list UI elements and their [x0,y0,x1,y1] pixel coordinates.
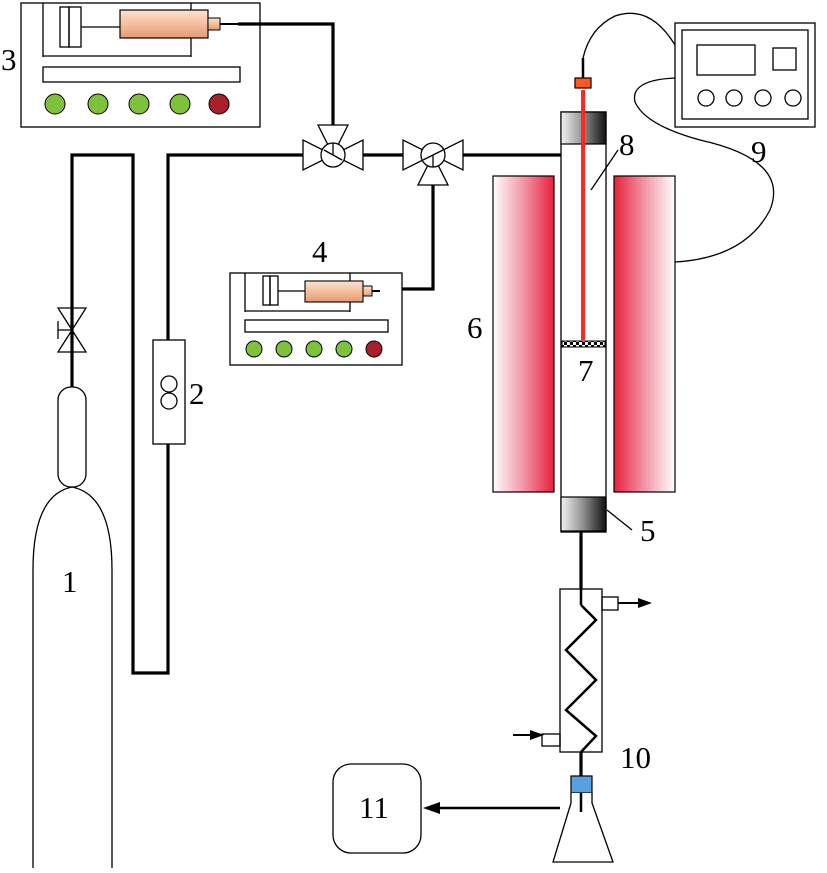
flow-meter: 2 [152,339,205,445]
furnace-right-half [613,175,676,493]
collection-flask [552,775,614,863]
furnace-wire [633,77,775,263]
syringe-pump-top: 3 [1,2,261,128]
pump3-line [238,22,335,130]
label-8: 8 [619,127,635,162]
furnace-left-half [492,175,555,493]
label-9: 9 [751,134,767,169]
label-6: 6 [467,310,483,345]
label-5: 5 [640,513,656,548]
furnace: 6 [467,175,676,493]
thermocouple-wire [582,12,676,59]
pump-green-button [335,340,353,358]
pump-green-button [245,340,263,358]
label-10: 10 [620,740,651,775]
label-11: 11 [359,790,389,825]
label-3: 3 [1,42,17,77]
syringe-pump-mid: 4 [229,234,403,366]
temperature-controller: 9 [674,22,816,169]
pump-green-button [169,93,191,115]
pump-green-button [128,93,150,115]
reactor-tube: 5 7 [560,111,656,548]
pump-green-button [87,93,109,115]
three-way-valve-right [402,138,464,186]
gas-line [70,153,303,675]
pump-frame-top [42,3,192,57]
gas-analyzer: 11 [332,763,422,854]
label-1: 1 [62,564,78,599]
pump-green-button [305,340,323,358]
pump-red-button [365,340,383,358]
label-4: 4 [312,234,328,269]
condenser: 10 [513,588,652,775]
gas-cylinder: 1 [32,386,113,868]
three-way-valve-left [302,124,364,172]
controller-display [696,44,756,76]
pump-red-button [208,93,230,115]
label-7: 7 [578,353,594,388]
flask-cap [570,775,593,794]
reactor-bottom-cap [560,496,607,532]
pump-green-button [275,340,293,358]
syringe-mid [304,280,364,303]
thermocouple: 8 [574,58,635,340]
pump-green-button [44,93,66,115]
label-2: 2 [189,376,205,411]
syringe-top [119,9,209,39]
catalyst-bed [561,340,606,348]
